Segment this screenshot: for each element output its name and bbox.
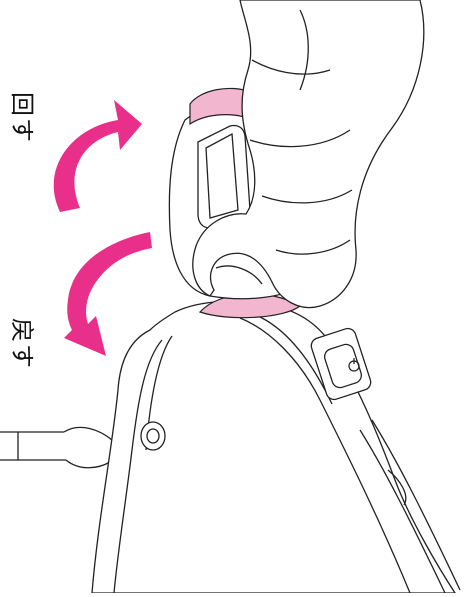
device-body — [92, 301, 455, 593]
rotate-arrow — [53, 100, 142, 212]
return-arrow — [64, 232, 152, 356]
rotate-label: 回す — [8, 92, 36, 144]
return-label: 戻す — [8, 318, 36, 370]
handle-bar — [0, 427, 112, 467]
cable — [360, 420, 460, 593]
hand — [193, 0, 424, 308]
side-button — [309, 326, 373, 401]
power-symbol-icon — [349, 358, 359, 371]
